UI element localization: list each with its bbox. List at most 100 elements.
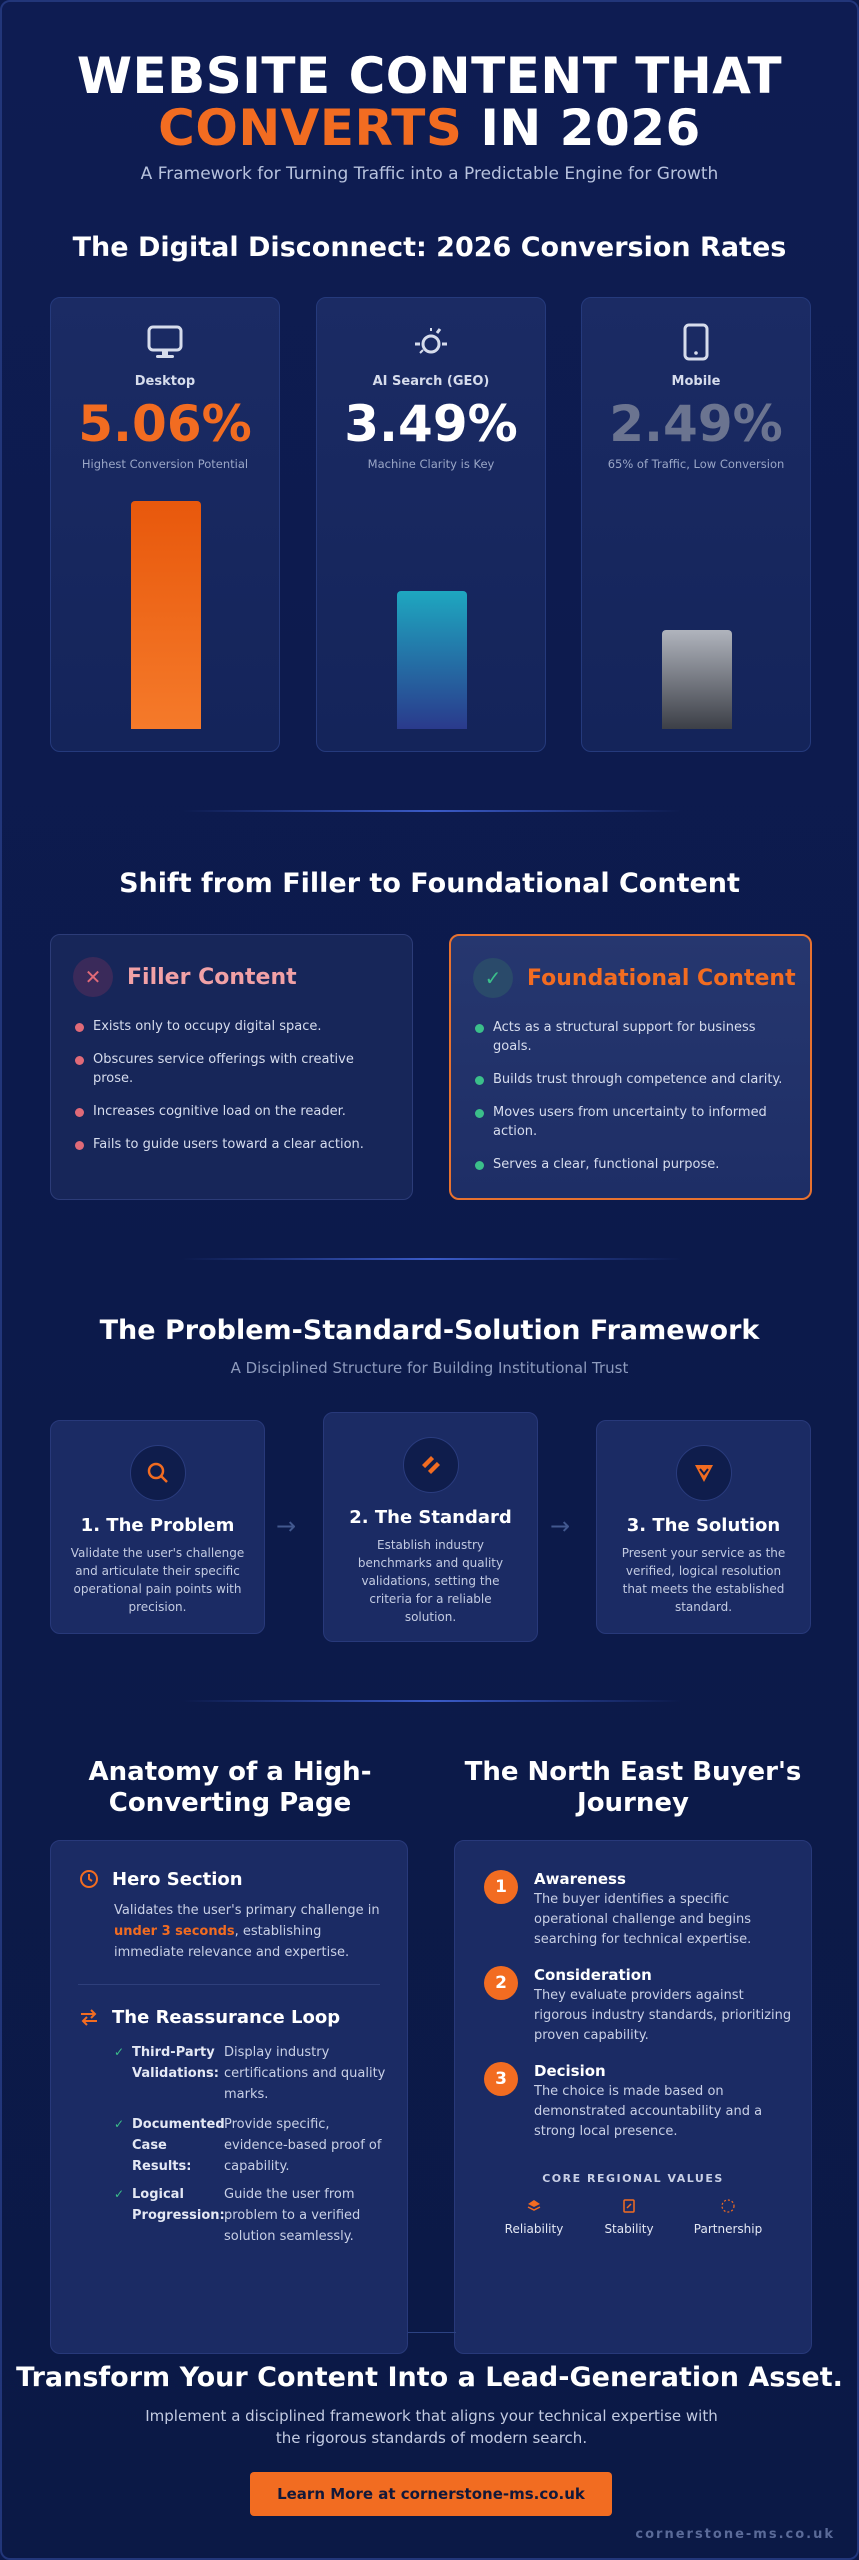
check-icon: ✓ — [114, 2187, 125, 2201]
step-title: Awareness — [534, 1870, 626, 1888]
hero-title-rest: IN 2026 — [462, 99, 701, 157]
bullet-dot — [75, 1056, 84, 1065]
step-number: 1 — [484, 1870, 518, 1904]
core-value-reliability: Reliability — [479, 2198, 589, 2236]
magnifier-icon — [129, 1445, 186, 1501]
doc-icon — [574, 2198, 684, 2216]
stat-card-desktop: Desktop 5.06% Highest Conversion Potenti… — [50, 297, 280, 752]
step-number: 3 — [484, 2062, 518, 2096]
highlight-text: under 3 seconds — [114, 1924, 235, 1939]
hero-title-line1: WEBSITE CONTENT THAT — [76, 47, 783, 105]
stat-value: 2.49% — [609, 395, 783, 453]
foundational-title: Foundational Content — [527, 965, 796, 991]
anatomy-title: Anatomy of a High-Converting Page — [88, 1757, 372, 1818]
stat-value: 5.06% — [78, 395, 252, 453]
stat-card-mobile: Mobile 2.49% 65% of Traffic, Low Convers… — [581, 297, 811, 752]
learn-more-button[interactable]: Learn More at cornerstone-ms.co.uk — [250, 2472, 612, 2516]
filler-title: Filler Content — [127, 964, 297, 990]
stat-label: AI Search (GEO) — [372, 374, 490, 389]
bullet-dot — [475, 1109, 484, 1118]
hero-title-accent: CONVERTS — [158, 99, 463, 157]
reassurance-item: ✓ Documented Case Results: Provide speci… — [114, 2114, 412, 2178]
stat-bar-desktop — [131, 501, 201, 729]
footer-url[interactable]: cornerstone-ms.co.uk — [635, 2527, 835, 2542]
framework-step-title: 2. The Standard — [349, 1507, 512, 1528]
check-icon: ✓ — [114, 2045, 125, 2059]
core-value-partnership: Partnership — [673, 2198, 783, 2236]
list-item: Builds trust through competence and clar… — [473, 1070, 788, 1089]
clock-icon — [80, 1870, 98, 1888]
bullet-dot — [475, 1024, 484, 1033]
framework-step-title: 3. The Solution — [626, 1515, 781, 1536]
list-item: Obscures service offerings with creative… — [73, 1050, 390, 1088]
section-divider — [182, 1258, 682, 1260]
step-desc: The buyer identifies a specific operatio… — [534, 1892, 752, 1947]
network-icon — [673, 2198, 783, 2216]
framework-subtitle: A Disciplined Structure for Building Ins… — [230, 1359, 629, 1377]
section-divider — [182, 810, 682, 812]
stat-label: Mobile — [671, 374, 721, 389]
stat-bar-ai-search — [397, 591, 467, 729]
step-title: Consideration — [534, 1966, 652, 1984]
step-title: Decision — [534, 2062, 606, 2080]
framework-title: The Problem-Standard-Solution Framework — [99, 1315, 760, 1346]
filler-content-card: ✕ Filler Content Exists only to occupy d… — [50, 934, 413, 1200]
stat-bar-mobile — [662, 630, 732, 729]
bullet-dot — [75, 1108, 84, 1117]
stack-icon — [479, 2198, 589, 2216]
framework-step-solution: 3. The Solution Present your service as … — [596, 1420, 811, 1634]
journey-step-decision: 3 Decision The choice is made based on d… — [484, 2062, 794, 2142]
core-values-title: CORE REGIONAL VALUES — [542, 2172, 724, 2185]
step-desc: They evaluate providers against rigorous… — [534, 1988, 792, 2043]
journey-step-consideration: 2 Consideration They evaluate providers … — [484, 1966, 794, 2046]
section-divider — [182, 1700, 682, 1702]
disconnect-title: The Digital Disconnect: 2026 Conversion … — [72, 232, 787, 263]
list-item: Acts as a structural support for busines… — [473, 1018, 788, 1056]
journey-panel — [454, 1840, 812, 2354]
stat-card-ai-search: AI Search (GEO) 3.49% Machine Clarity is… — [316, 297, 546, 752]
stat-caption: Highest Conversion Potential — [81, 457, 249, 471]
framework-step-title: 1. The Problem — [80, 1515, 235, 1536]
bullet-dot — [75, 1023, 84, 1032]
swap-arrows-icon — [81, 2009, 97, 2026]
check-icon: ✓ — [473, 958, 513, 998]
arrow-right-icon: → — [276, 1512, 297, 1540]
framework-step-desc: Establish industry benchmarks and qualit… — [357, 1538, 504, 1624]
hero-section-text: Validates the user's primary challenge i… — [114, 1903, 380, 1960]
list-item: Fails to guide users toward a clear acti… — [73, 1135, 390, 1154]
hero-subtitle: A Framework for Turning Traffic into a P… — [140, 164, 719, 184]
hero-section-heading: Hero Section — [78, 1868, 243, 1890]
list-item: Serves a clear, functional purpose. — [473, 1155, 788, 1174]
list-item: Exists only to occupy digital space. — [73, 1017, 390, 1036]
stat-value: 3.49% — [344, 395, 518, 453]
badge-icon — [402, 1437, 459, 1493]
reassurance-item: ✓ Logical Progression: Guide the user fr… — [114, 2184, 412, 2248]
ai-spark-icon — [317, 322, 545, 366]
framework-step-desc: Present your service as the verified, lo… — [621, 1546, 786, 1614]
cta-subtitle: Implement a disciplined framework that a… — [145, 2407, 718, 2447]
step-desc: The choice is made based on demonstrated… — [534, 2084, 763, 2139]
foundational-content-card: ✓ Foundational Content Acts as a structu… — [449, 934, 812, 1200]
reassurance-item: ✓ Third-Party Validations: Display indus… — [114, 2042, 412, 2106]
journey-step-awareness: 1 Awareness The buyer identifies a speci… — [484, 1870, 794, 1950]
monitor-icon — [51, 322, 279, 366]
hero-title: WEBSITE CONTENT THAT CONVERTS IN 2026 — [2, 50, 857, 154]
list-item: Moves users from uncertainty to informed… — [473, 1103, 788, 1141]
framework-step-standard: 2. The Standard Establish industry bench… — [323, 1412, 538, 1642]
reassurance-heading: The Reassurance Loop — [78, 2006, 340, 2028]
shield-icon — [675, 1445, 732, 1501]
step-number: 2 — [484, 1966, 518, 2000]
tablet-icon — [582, 322, 810, 366]
list-item: Increases cognitive load on the reader. — [73, 1102, 390, 1121]
bullet-dot — [475, 1076, 484, 1085]
stat-label: Desktop — [134, 374, 196, 389]
cta-title: Transform Your Content Into a Lead-Gener… — [16, 2362, 843, 2393]
bullet-dot — [475, 1161, 484, 1170]
hero-section-title: Hero Section — [112, 1868, 243, 1890]
bullet-dot — [75, 1141, 84, 1150]
connector-line — [408, 2332, 456, 2333]
reassurance-title: The Reassurance Loop — [112, 2006, 341, 2028]
shift-title: Shift from Filler to Foundational Conten… — [119, 868, 740, 899]
framework-step-problem: 1. The Problem Validate the user's chall… — [50, 1420, 265, 1634]
